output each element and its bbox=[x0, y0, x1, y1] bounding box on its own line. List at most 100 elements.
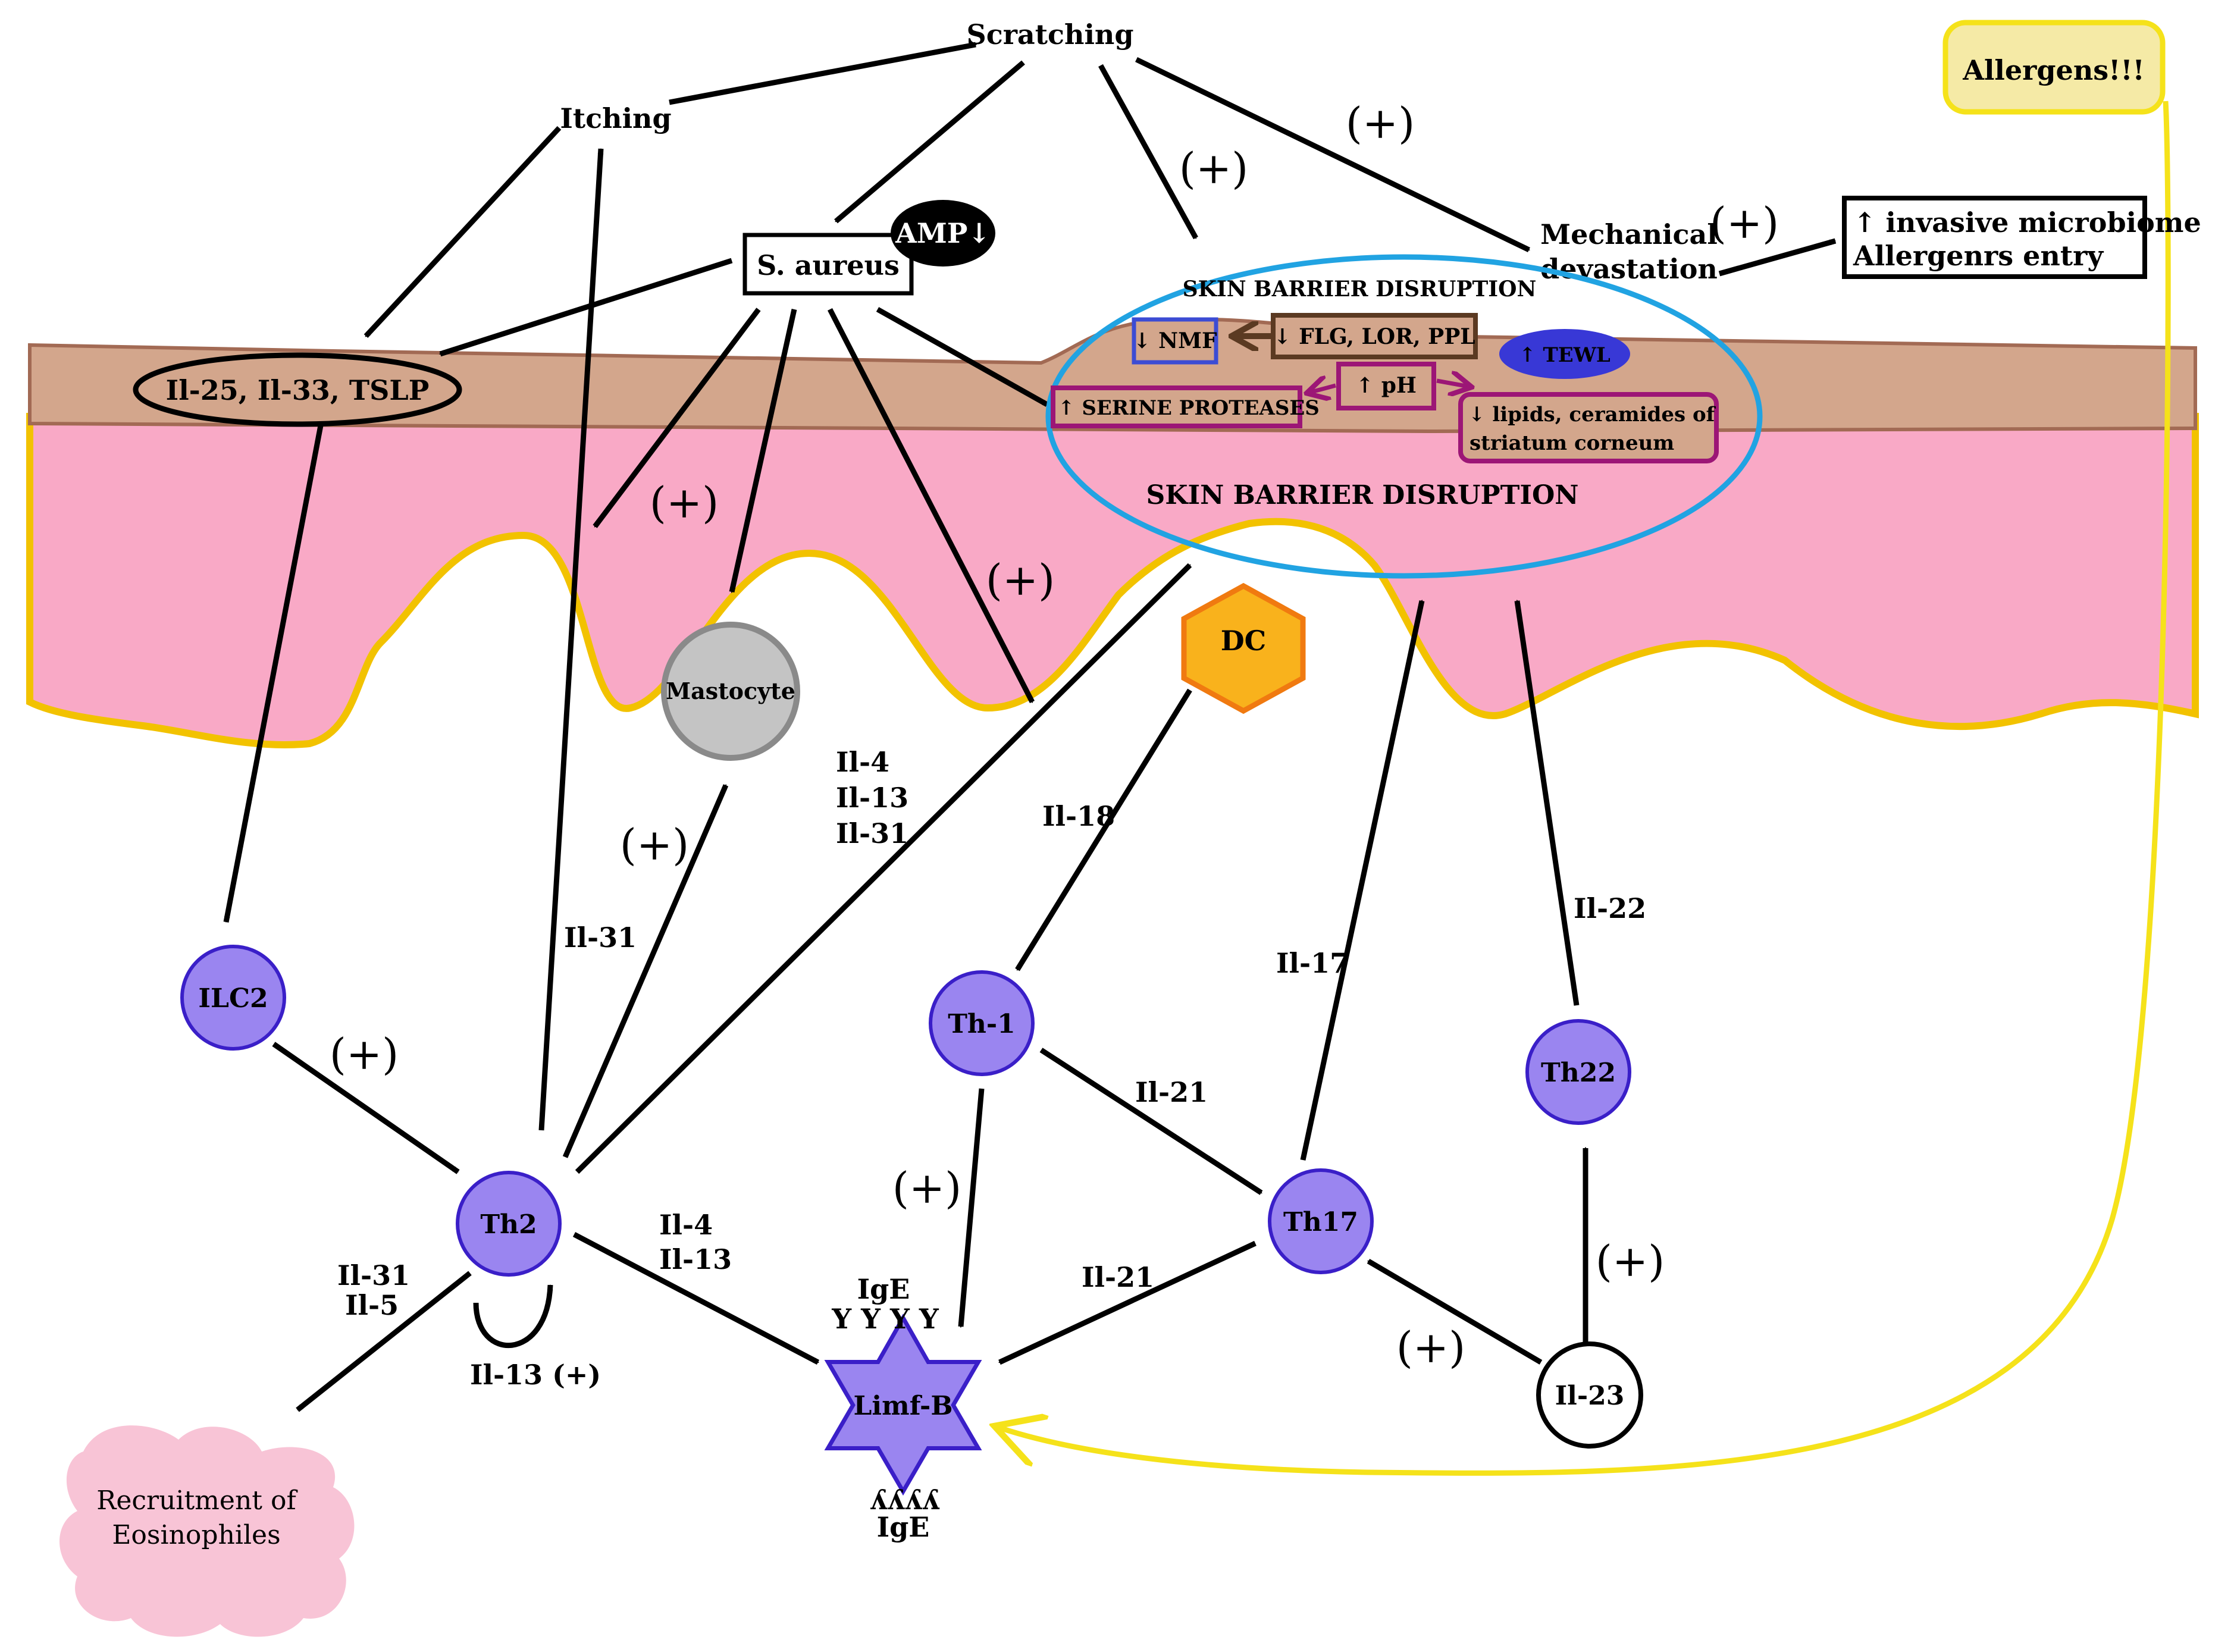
svg-text:↓ NMF: ↓ NMF bbox=[1133, 328, 1217, 353]
label-il21-th1: Il-21 bbox=[1135, 1076, 1208, 1108]
amp-badge: AMP↓ bbox=[891, 200, 995, 267]
plus-scratching-barrier: (+) bbox=[1179, 143, 1249, 193]
mechanical-label-line1: Mechanical bbox=[1540, 218, 1718, 250]
dermis-layer bbox=[26, 413, 2199, 748]
plus-th1-limfb: (+) bbox=[892, 1163, 962, 1213]
svg-text:Allergens!!!: Allergens!!! bbox=[1962, 54, 2145, 86]
arrow-ph-to-serine bbox=[1309, 385, 1336, 393]
label-ige-bottom: IgE bbox=[877, 1511, 930, 1543]
skin-barrier-ellipse bbox=[1045, 254, 1763, 579]
arrow-ilc2-to-th2 bbox=[272, 1042, 460, 1174]
arrow-ph-to-lipids bbox=[1436, 381, 1470, 387]
cytokines-oval: Il-25, Il-33, TSLP bbox=[133, 352, 462, 427]
arrows bbox=[223, 42, 1837, 1412]
svg-text:S. aureus: S. aureus bbox=[757, 249, 900, 281]
svg-text:Th2: Th2 bbox=[480, 1209, 537, 1240]
svg-text:Th22: Th22 bbox=[1541, 1058, 1616, 1088]
plus-labels: (+) (+) (+) (+) (+) (+) (+) (+) (+) (+) bbox=[330, 98, 1779, 1372]
svg-text:Eosinophiles: Eosinophiles bbox=[112, 1520, 280, 1550]
svg-text:Th17: Th17 bbox=[1283, 1207, 1358, 1237]
svg-text:DC: DC bbox=[1221, 625, 1267, 657]
arrow-th1-to-limfb bbox=[958, 1088, 985, 1327]
svg-text:Limf-B: Limf-B bbox=[853, 1391, 952, 1421]
flg-box: ↓ FLG, LOR, PPL bbox=[1271, 313, 1478, 359]
barrier-title-big: SKIN BARRIER DISRUPTION bbox=[1146, 480, 1578, 510]
interleukin-labels: Il-4 Il-13 Il-31 Il-31 Il-18 Il-17 Il-22… bbox=[337, 746, 1646, 1543]
svg-text:↑ TEWL: ↑ TEWL bbox=[1519, 343, 1611, 367]
arrow-scratching-to-barrier bbox=[1098, 64, 1198, 240]
arrow-saureus-to-dermis-right bbox=[827, 308, 1035, 704]
arrow-th2-to-eosinophiles bbox=[296, 1271, 472, 1412]
svg-text:↓ lipids, ceramides of: ↓ lipids, ceramides of bbox=[1468, 403, 1716, 427]
label-il31-upper: Il-31 bbox=[836, 817, 908, 849]
th2-cell: Th2 bbox=[456, 1171, 562, 1277]
arrow-th2-to-limfb bbox=[572, 1232, 820, 1365]
plus-il23-th17: (+) bbox=[1396, 1322, 1466, 1372]
svg-text:↑ pH: ↑ pH bbox=[1356, 373, 1417, 398]
svg-text:Th-1: Th-1 bbox=[948, 1009, 1016, 1039]
arrow-cytokines-to-ilc2 bbox=[223, 422, 324, 923]
label-il31-eos: Il-31 bbox=[337, 1259, 410, 1291]
label-ige-inverted: ʎʎʎʎ bbox=[870, 1484, 941, 1516]
arrow-saureus-to-cytokines bbox=[440, 258, 733, 357]
label-il31-itching: Il-31 bbox=[564, 921, 637, 954]
s-aureus-box: S. aureus bbox=[742, 233, 914, 296]
arrow-allergens-to-limfb bbox=[999, 101, 2171, 1476]
plus-scratching-mechanical: (+) bbox=[1346, 98, 1415, 148]
dc-cell: DC bbox=[1181, 582, 1306, 714]
svg-text:Allergenrs entry: Allergenrs entry bbox=[1853, 240, 2104, 272]
plus-saureus-dermis: (+) bbox=[650, 478, 719, 528]
allergens-box: Allergens!!! bbox=[1942, 20, 2166, 115]
mastocyte-cell: Mastocyte bbox=[661, 622, 800, 761]
th17-cell: Th17 bbox=[1268, 1168, 1374, 1274]
invasive-microbiome-box: ↑ invasive microbiome Allergenrs entry bbox=[1842, 196, 2201, 279]
lipids-box: ↓ lipids, ceramides of striatum corneum bbox=[1458, 392, 1719, 463]
ph-box: ↑ pH bbox=[1336, 362, 1436, 410]
arrow-scratching-to-saureus bbox=[834, 60, 1025, 224]
ilc2-cell: ILC2 bbox=[180, 945, 286, 1051]
arrow-mechanical-to-invasive bbox=[1718, 238, 1837, 277]
label-il13-lower: Il-13 bbox=[659, 1243, 732, 1275]
limf-b-cell: Limf-B bbox=[824, 1314, 982, 1496]
label-il17: Il-17 bbox=[1276, 947, 1349, 979]
arrow-dc-to-th1 bbox=[1015, 688, 1192, 971]
arrow-th2-to-itching bbox=[538, 148, 604, 1131]
arrow-th2-to-barrier bbox=[575, 563, 1192, 1174]
plus-il23-th22: (+) bbox=[1596, 1236, 1665, 1286]
svg-text:Il-23: Il-23 bbox=[1555, 1381, 1625, 1411]
th22-cell: Th22 bbox=[1525, 1019, 1631, 1125]
plus-saureus-dermis-right: (+) bbox=[986, 555, 1055, 605]
serine-proteases-box: ↑ SERINE PROTEASES bbox=[1051, 385, 1320, 428]
svg-text:ILC2: ILC2 bbox=[198, 983, 268, 1014]
arrow-th22-to-barrier bbox=[1514, 601, 1580, 1006]
svg-text:↑ invasive microbiome: ↑ invasive microbiome bbox=[1853, 206, 2201, 239]
itching-label: Itching bbox=[560, 102, 671, 134]
plus-th2-mastocyte: (+) bbox=[620, 820, 690, 870]
eosinophiles-blob: Recruitment of Eosinophiles bbox=[59, 1425, 355, 1637]
label-il22: Il-22 bbox=[1574, 892, 1646, 924]
arrow-scratching-to-mechanical bbox=[1135, 57, 1529, 253]
svg-text:striatum corneum: striatum corneum bbox=[1470, 431, 1674, 455]
svg-text:Mastocyte: Mastocyte bbox=[666, 678, 795, 704]
svg-text:AMP↓: AMP↓ bbox=[895, 217, 991, 249]
label-il4-lower: Il-4 bbox=[659, 1209, 713, 1241]
arrow-itching-to-scratching bbox=[669, 42, 976, 105]
svg-text:↓ FLG, LOR, PPL: ↓ FLG, LOR, PPL bbox=[1273, 324, 1475, 349]
arrow-saureus-to-dermis bbox=[593, 308, 761, 528]
arrow-itching-to-cytokines bbox=[364, 126, 562, 338]
arrow-th17-to-barrier bbox=[1300, 601, 1425, 1161]
scratching-label: Scratching bbox=[966, 18, 1133, 51]
barrier-title-small: SKIN BARRIER DISRUPTION bbox=[1183, 277, 1537, 302]
nmf-box: ↓ NMF bbox=[1132, 317, 1218, 365]
label-ige-y: Y Y Y Y bbox=[831, 1303, 939, 1335]
tewl-badge: ↑ TEWL bbox=[1499, 329, 1630, 379]
il23-cell: Il-23 bbox=[1536, 1341, 1643, 1449]
label-ige-top: IgE bbox=[857, 1273, 910, 1305]
svg-text:Recruitment of: Recruitment of bbox=[96, 1485, 297, 1516]
mechanical-label-line2: devastation bbox=[1540, 253, 1718, 285]
arrow-il23-to-th17 bbox=[1367, 1259, 1543, 1365]
arrow-th2-self-loop bbox=[473, 1284, 553, 1349]
label-il5-eos: Il-5 bbox=[345, 1289, 399, 1321]
plus-mechanical-invasive: (+) bbox=[1710, 198, 1779, 248]
